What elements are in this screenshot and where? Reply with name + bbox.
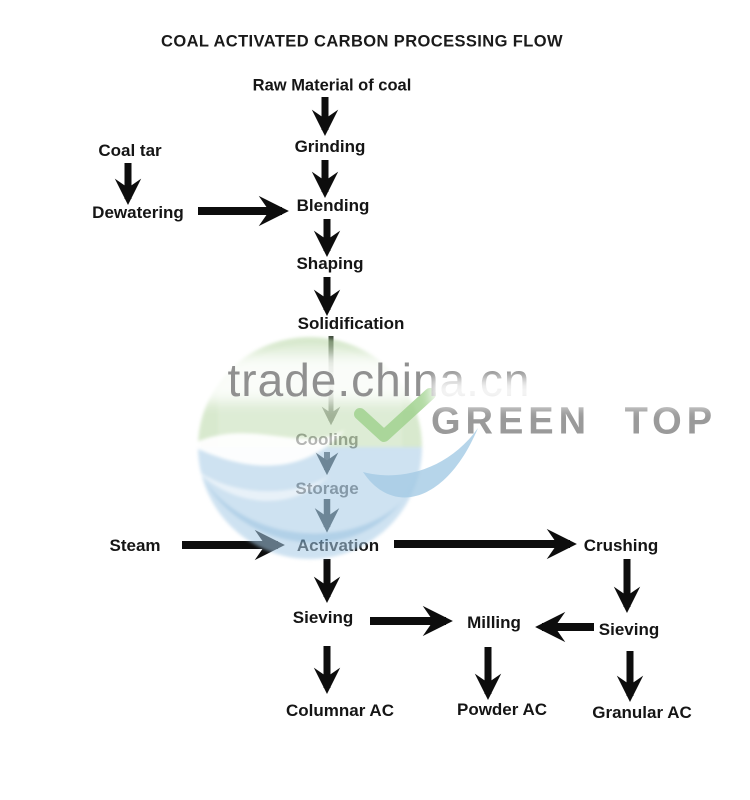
node-steam: Steam	[109, 536, 161, 555]
node-storage: Storage	[295, 479, 359, 498]
node-coal-tar: Coal tar	[98, 141, 162, 160]
node-sieving-right: Sieving	[598, 620, 660, 639]
node-activation: Activation	[296, 536, 380, 555]
node-powder-ac: Powder AC	[456, 700, 548, 719]
node-solidification: Solidification	[297, 314, 405, 333]
node-raw-material: Raw Material of coal	[252, 76, 412, 95]
node-granular-ac: Granular AC	[592, 703, 692, 722]
node-blending: Blending	[296, 196, 370, 215]
node-shaping: Shaping	[296, 254, 364, 273]
watermark-brand-smear	[430, 378, 750, 406]
node-milling: Milling	[467, 613, 521, 632]
watermark-brand-text: GREEN TOP	[430, 400, 718, 443]
node-cooling: Cooling	[295, 430, 359, 449]
node-sieving-left: Sieving	[292, 608, 354, 627]
watermark-white-band	[140, 354, 750, 402]
page-title: COAL ACTIVATED CARBON PROCESSING FLOW	[161, 32, 563, 51]
blue-leaf-icon	[363, 428, 478, 498]
watermark-site-text: trade.china.cn	[227, 354, 531, 406]
node-columnar-ac: Columnar AC	[286, 701, 394, 720]
node-crushing: Crushing	[583, 536, 659, 555]
node-dewatering: Dewatering	[92, 203, 184, 222]
node-grinding: Grinding	[294, 137, 366, 156]
green-check-icon	[354, 388, 436, 442]
